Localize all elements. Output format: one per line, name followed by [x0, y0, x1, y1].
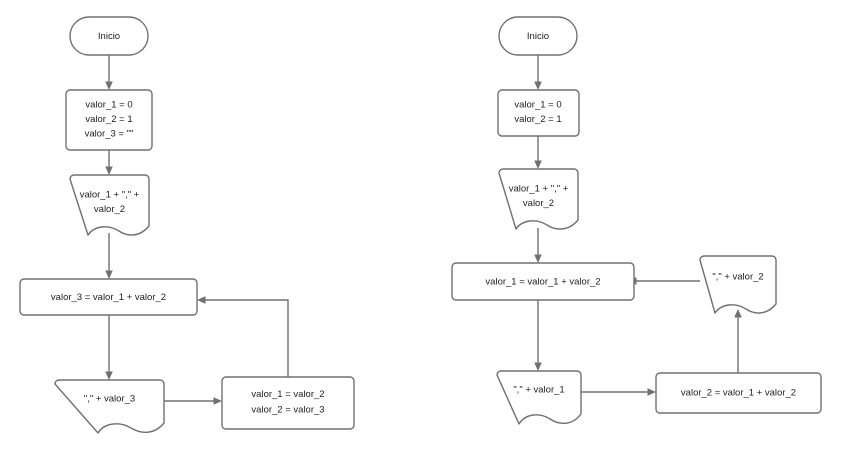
document-shape	[498, 168, 579, 230]
arrowhead-sum-to-print2	[105, 371, 113, 380]
node-label-line1: valor_1 + "," +	[80, 190, 140, 201]
terminal-shape	[498, 16, 578, 56]
node-label: valor_3 = valor_1 + valor_2	[51, 292, 166, 303]
arrowhead-print2-to-shift	[213, 397, 222, 405]
arrowhead-inicio-to-init	[534, 81, 542, 90]
process-shape	[451, 262, 635, 301]
node-label-line2: valor_2 = valor_3	[251, 405, 324, 416]
arrowhead-inicio-to-init	[105, 81, 113, 90]
node-label: "," + valor_2	[712, 272, 763, 283]
node-label: valor_2 = valor_1 + valor_2	[681, 388, 796, 399]
node-l-sum[interactable]: valor_3 = valor_1 + valor_2	[19, 278, 198, 316]
node-l-inicio[interactable]: Inicio	[69, 16, 149, 56]
node-r-init[interactable]: valor_1 = 0 valor_2 = 1	[497, 89, 580, 137]
node-label-line2: valor_2	[94, 204, 125, 215]
edge-shift-to-sum-loop	[203, 299, 289, 377]
node-label-line1: valor_1 + "," +	[509, 184, 569, 195]
process-shape	[65, 89, 153, 151]
arrowhead-init-to-print1	[105, 166, 113, 175]
document-shape	[54, 379, 165, 434]
node-r-print3[interactable]: "," + valor_2	[699, 255, 777, 314]
node-label-line1: valor_1 = 0	[85, 100, 132, 111]
arrowhead-init-to-print1	[534, 160, 542, 169]
process-shape	[221, 376, 355, 430]
left-connectors	[105, 55, 289, 405]
right-flowchart: Inicio valor_1 = 0 valor_2 = 1 valor_1 +…	[451, 16, 822, 425]
node-label-line1: valor_1 = 0	[514, 100, 561, 111]
arrowhead-sum2-to-print3	[734, 309, 742, 318]
arrowhead-sum1-to-print2	[534, 362, 542, 371]
arrowhead-print2-to-sum2	[647, 388, 656, 396]
node-l-print1[interactable]: valor_1 + "," + valor_2	[69, 174, 150, 236]
left-flowchart: Inicio valor_1 = 0 valor_2 = 1 valor_3 =…	[19, 16, 355, 434]
node-r-print2[interactable]: "," + valor_1	[496, 370, 582, 425]
node-l-shift[interactable]: valor_1 = valor_2 valor_2 = valor_3	[221, 376, 355, 430]
node-l-init[interactable]: valor_1 = 0 valor_2 = 1 valor_3 = ""	[65, 89, 153, 151]
arrowhead-shift-to-sum-loop	[197, 296, 206, 304]
node-label: "," + valor_3	[84, 394, 135, 405]
document-shape	[69, 174, 150, 236]
node-r-print1[interactable]: valor_1 + "," + valor_2	[498, 168, 579, 230]
node-label-line3: valor_3 = ""	[85, 129, 134, 140]
document-shape	[699, 255, 777, 314]
node-label-line2: valor_2 = 1	[85, 114, 132, 125]
arrowhead-print1-to-sum	[105, 270, 113, 279]
terminal-shape	[69, 16, 149, 56]
node-label: "," + valor_1	[513, 385, 564, 396]
node-label-line2: valor_2	[523, 198, 554, 209]
node-label-line1: valor_1 = valor_2	[251, 389, 324, 400]
process-shape	[655, 372, 822, 414]
node-l-print2[interactable]: "," + valor_3	[54, 379, 165, 434]
node-r-inicio[interactable]: Inicio	[498, 16, 578, 56]
node-label: Inicio	[527, 31, 549, 42]
node-label: valor_1 = valor_1 + valor_2	[485, 277, 600, 288]
process-shape	[497, 89, 580, 137]
process-shape	[19, 278, 198, 316]
node-label-line2: valor_2 = 1	[514, 114, 561, 125]
node-label: Inicio	[98, 31, 120, 42]
document-shape	[496, 370, 582, 425]
node-r-sum1[interactable]: valor_1 = valor_1 + valor_2	[451, 262, 635, 301]
node-r-sum2[interactable]: valor_2 = valor_1 + valor_2	[655, 372, 822, 414]
arrowhead-print1-to-sum1	[534, 254, 542, 263]
right-connectors	[534, 55, 742, 396]
